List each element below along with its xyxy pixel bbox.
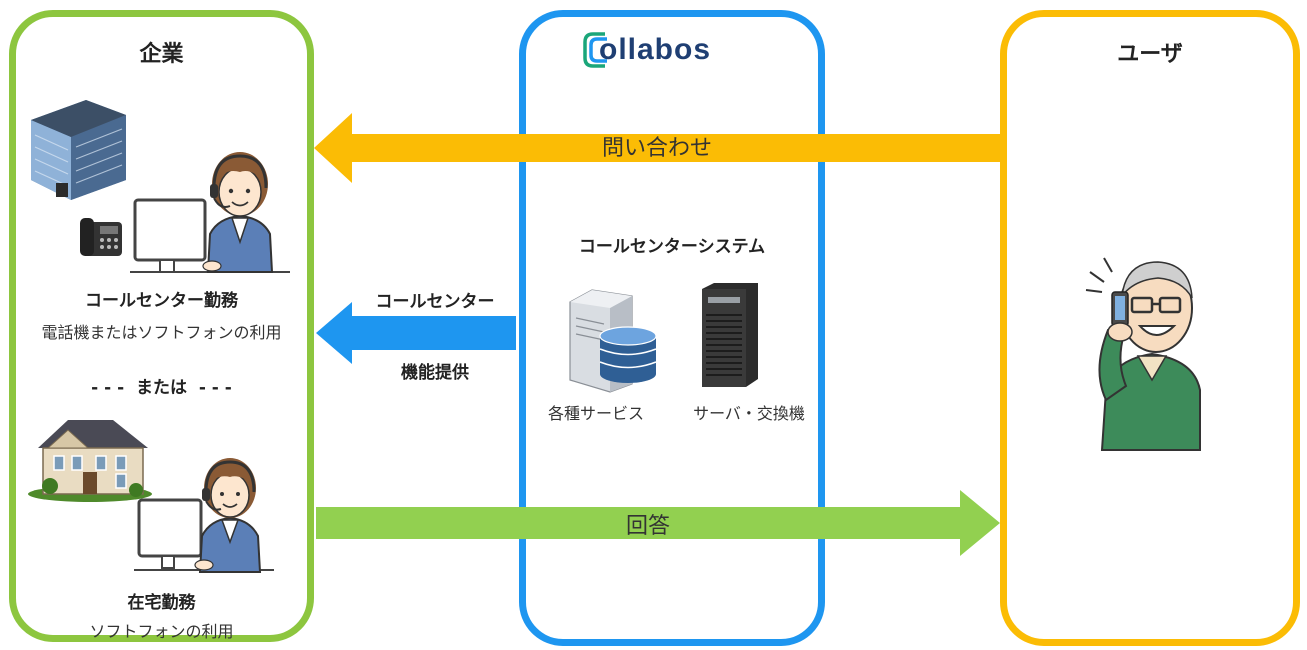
database-server-icon <box>566 288 661 393</box>
house-icon <box>28 408 158 503</box>
function-label-line2: 機能提供 <box>401 363 469 383</box>
office-building-icon <box>26 95 136 205</box>
logo-text: ollabos <box>599 33 711 66</box>
elderly-user-on-phone-icon <box>1082 250 1222 451</box>
function-label-line1: コールセンター <box>375 292 495 312</box>
inquiry-label: 問い合わせ <box>601 136 712 161</box>
user-title: ユーザ <box>1117 42 1183 67</box>
operator-home-icon <box>134 452 284 577</box>
desk-phone-icon <box>78 212 128 262</box>
server-rack-icon <box>698 283 762 387</box>
company-title: 企業 <box>139 42 184 67</box>
inquiry-arrow <box>314 113 1000 183</box>
answer-arrow <box>316 490 1000 556</box>
answer-label: 回答 <box>625 514 670 539</box>
home-work-label: 在宅勤務 <box>127 593 196 613</box>
function-arrow <box>316 302 516 364</box>
home-work-desc: ソフトフォンの利用 <box>89 622 234 641</box>
collabos-logo: ollabos <box>583 30 783 70</box>
operator-office-icon <box>130 142 295 277</box>
office-work-label: コールセンター勤務 <box>85 291 238 311</box>
or-separator: - - - または - - - <box>91 378 232 398</box>
service-label: 各種サービス <box>547 404 644 423</box>
system-label: コールセンターシステム <box>578 237 766 257</box>
server-label: サーバ・交換機 <box>693 404 805 423</box>
office-work-desc: 電話機またはソフトフォンの利用 <box>41 323 282 342</box>
